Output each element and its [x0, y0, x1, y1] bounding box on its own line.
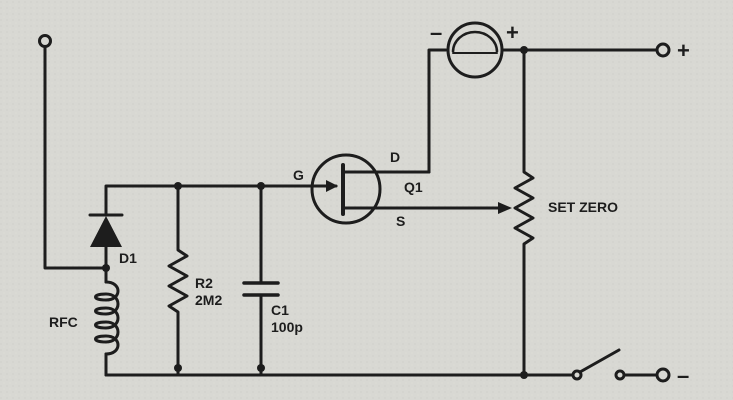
drain-wire — [427, 48, 448, 174]
rfc-label: RFC — [49, 314, 78, 330]
power-switch — [571, 348, 659, 381]
source-label: S — [396, 213, 405, 229]
meter-plus-sign: + — [506, 20, 519, 45]
positive-terminal — [655, 42, 671, 58]
antenna-terminal — [38, 34, 52, 48]
diode-d1: D1 — [88, 213, 137, 284]
antenna-lead — [38, 34, 108, 270]
r2-value-label: 2M2 — [195, 292, 222, 308]
rfc-inductor: RFC — [49, 280, 120, 370]
resistor-r2: R2 2M2 — [167, 184, 222, 370]
positive-terminal-sign: + — [677, 38, 690, 63]
bottom-rail — [104, 364, 575, 377]
negative-terminal-group: – — [655, 363, 689, 388]
negative-terminal — [655, 367, 671, 383]
gate-label: G — [293, 167, 304, 183]
c1-value-label: 100p — [271, 319, 303, 335]
c1-ref-label: C1 — [271, 302, 289, 318]
d1-label: D1 — [119, 250, 137, 266]
negative-terminal-sign: – — [677, 363, 689, 388]
positive-rail: + — [500, 38, 690, 63]
meter: – + — [430, 20, 519, 79]
q1-label: Q1 — [404, 179, 423, 195]
drain-label: D — [390, 149, 400, 165]
set-zero-label: SET ZERO — [548, 199, 618, 215]
r2-ref-label: R2 — [195, 275, 213, 291]
capacitor-c1: C1 100p — [242, 184, 303, 370]
fet-q1: G D Q1 S — [293, 149, 512, 229]
meter-minus-sign: – — [430, 20, 442, 45]
